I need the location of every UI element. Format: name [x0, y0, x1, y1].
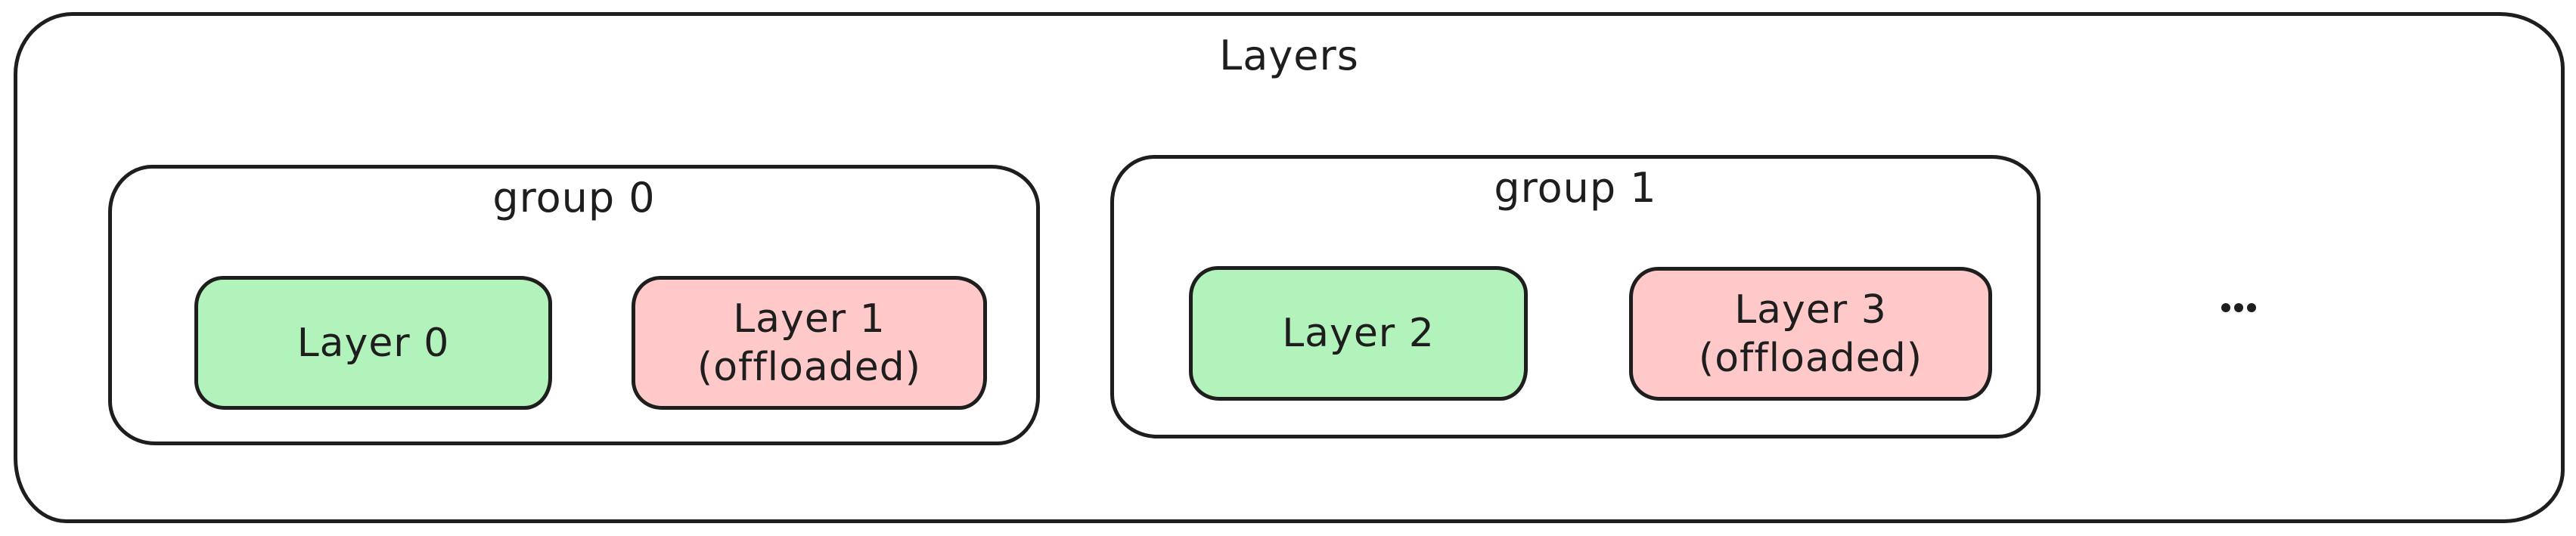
group-0-label: group 0 [492, 174, 656, 222]
layer-3-label: Layer 3 [1734, 287, 1887, 333]
layers-container-box: Layers group 0 Layer 0 Layer 1 (offloade… [14, 12, 2565, 523]
group-1-box: group 1 Layer 2 Layer 3 (offloaded) [1110, 155, 2041, 438]
ellipsis-dot-icon [2234, 303, 2243, 312]
layer-0-label: Layer 0 [296, 320, 450, 366]
layer-2-box: Layer 2 [1189, 266, 1528, 401]
layer-3-status: (offloaded) [1698, 335, 1923, 381]
group-1-label: group 1 [1494, 164, 1657, 212]
more-groups-ellipsis [2221, 303, 2256, 312]
layer-0-box: Layer 0 [194, 276, 552, 410]
ellipsis-dot-icon [2247, 303, 2256, 312]
group-0-box: group 0 Layer 0 Layer 1 (offloaded) [108, 165, 1040, 445]
layer-3-box: Layer 3 (offloaded) [1629, 267, 1992, 401]
layers-title: Layers [1219, 32, 1359, 79]
layer-1-status: (offloaded) [697, 344, 922, 390]
layer-1-box: Layer 1 (offloaded) [632, 276, 987, 410]
layer-1-label: Layer 1 [733, 296, 886, 342]
ellipsis-dot-icon [2221, 303, 2230, 312]
layer-2-label: Layer 2 [1282, 311, 1435, 356]
